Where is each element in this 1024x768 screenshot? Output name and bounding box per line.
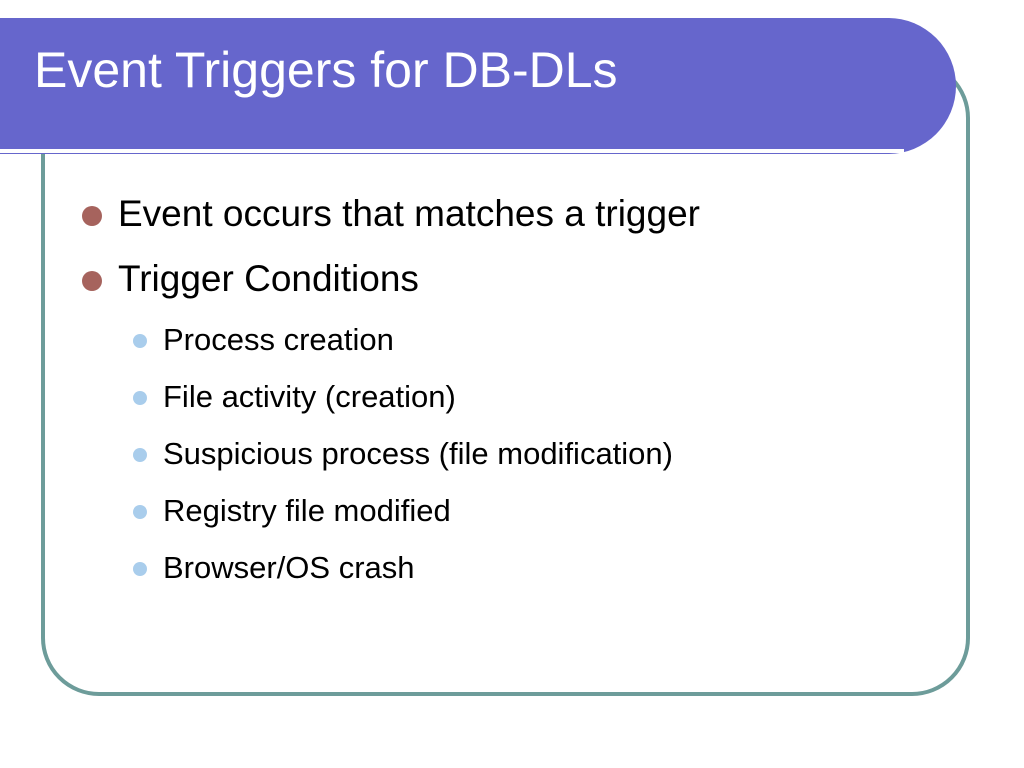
sub-bullet-dot-icon — [133, 505, 147, 519]
sub-bullet-process-creation: Process creation — [163, 322, 394, 357]
sub-bullet-file-activity: File activity (creation) — [163, 379, 456, 414]
sub-bullet-dot-icon — [133, 391, 147, 405]
sub-bullet-dot-icon — [133, 448, 147, 462]
sub-bullet-suspicious-process: Suspicious process (file modification) — [163, 436, 673, 471]
sub-bullet-dot-icon — [133, 334, 147, 348]
sub-bullet-dot-icon — [133, 562, 147, 576]
bullet-dot-icon — [82, 206, 102, 226]
title-bar — [0, 18, 956, 154]
title-underline — [0, 149, 904, 153]
bullet-event-occurs: Event occurs that matches a trigger — [118, 193, 700, 234]
content-frame — [41, 60, 970, 696]
slide-title: Event Triggers for DB-DLs — [34, 42, 618, 98]
bullet-trigger-conditions: Trigger Conditions — [118, 258, 419, 299]
sub-bullet-browser-crash: Browser/OS crash — [163, 550, 415, 585]
bullet-dot-icon — [82, 271, 102, 291]
sub-bullet-registry-file: Registry file modified — [163, 493, 451, 528]
